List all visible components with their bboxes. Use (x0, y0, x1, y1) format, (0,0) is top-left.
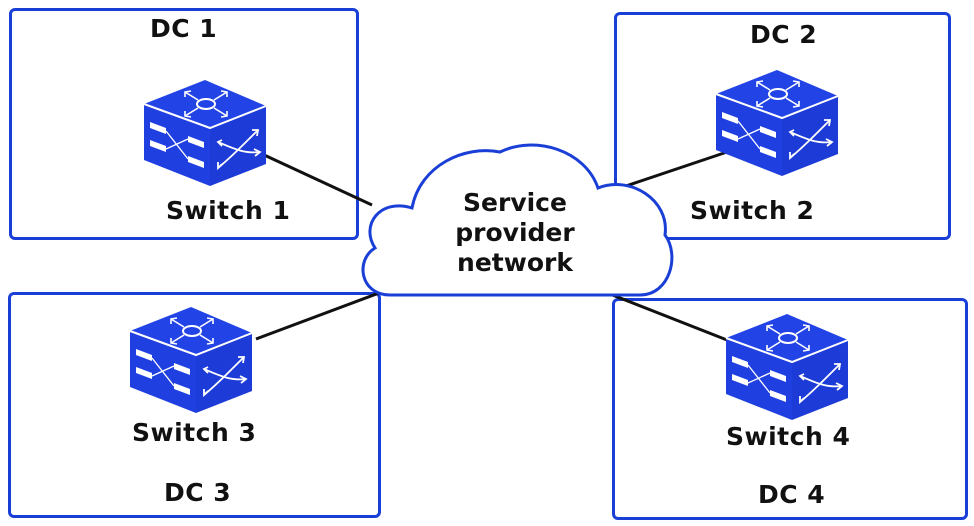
cloud-label: Service provider network (350, 188, 680, 278)
switch-2-label: Switch 2 (690, 196, 815, 225)
switch-1-label: Switch 1 (166, 196, 291, 225)
dc1-box (9, 8, 359, 240)
switch-1-icon (140, 78, 270, 188)
switch-4-label: Switch 4 (726, 422, 851, 451)
cloud-label-line-1: Service (463, 188, 567, 217)
dc1-label: DC 1 (150, 14, 218, 43)
link-switch1 (261, 152, 373, 207)
link-switch3 (255, 285, 396, 341)
link-switch2 (616, 150, 728, 191)
switch-3-icon (126, 305, 256, 415)
cloud-icon (361, 143, 674, 297)
cloud-label-line-2: provider (455, 218, 575, 247)
dc3-box (8, 292, 381, 518)
switch-4-icon (722, 312, 852, 422)
dc4-box (612, 298, 968, 520)
dc2-box (614, 12, 951, 240)
switch-2-icon (712, 68, 842, 178)
dc2-label: DC 2 (750, 20, 818, 49)
dc3-label: DC 3 (164, 478, 232, 507)
switch-3-label: Switch 3 (132, 418, 257, 447)
dc4-label: DC 4 (758, 480, 826, 509)
cloud-label-line-3: network (457, 248, 573, 277)
